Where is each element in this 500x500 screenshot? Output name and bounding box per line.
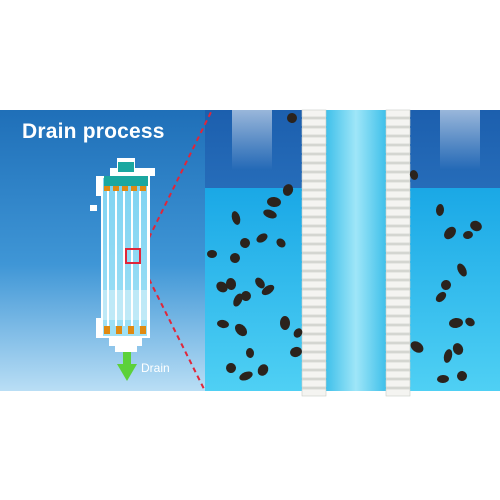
membrane-wall-left [301, 109, 327, 397]
dirt-particle [207, 250, 217, 258]
dirt-particle [410, 341, 424, 353]
flange-icon [140, 326, 146, 334]
dirt-particle [263, 209, 277, 219]
dirt-particle [457, 263, 467, 277]
dirt-particle [240, 238, 250, 248]
dirt-particle [287, 113, 297, 123]
dirt-particle [241, 291, 251, 301]
light-haze [232, 110, 272, 170]
dirt-particle [435, 291, 447, 303]
dirt-particle [470, 220, 482, 232]
dirt-particle [293, 328, 303, 338]
dirt-particle [441, 280, 451, 290]
dirt-particle [225, 278, 237, 290]
side-nozzle [90, 205, 97, 211]
dirt-particle [256, 233, 268, 243]
dirt-particle [216, 281, 228, 293]
flange-icon [131, 186, 137, 191]
dirt-particle [435, 204, 445, 216]
flange-icon [116, 326, 122, 334]
dirt-particle [463, 230, 473, 240]
dirt-particle [452, 343, 464, 355]
dirt-particle [267, 196, 281, 208]
dirt-particle [409, 170, 419, 180]
dirt-particle [279, 316, 291, 330]
flange-icon [140, 186, 146, 191]
dirt-particle [231, 211, 241, 225]
dirt-particle [465, 317, 475, 327]
dirt-particle [245, 348, 255, 358]
drain-label: Drain [141, 361, 170, 375]
flange-icon [122, 186, 128, 191]
dirt-particle [255, 277, 265, 289]
dirt-particle [449, 317, 463, 329]
membrane-wall-right [385, 109, 411, 397]
top-header [104, 176, 148, 186]
dirt-particle [233, 293, 243, 307]
dirt-particle [437, 374, 449, 384]
dirt-particle [234, 323, 248, 337]
dirt-particle [290, 346, 302, 358]
light-haze [440, 110, 480, 170]
dirt-particle [261, 284, 275, 296]
flange-icon [128, 326, 134, 334]
dirt-particle [457, 371, 467, 381]
dirt-particle [239, 371, 253, 381]
flange-icon [113, 186, 119, 191]
hollow-fibers [107, 191, 141, 326]
zoom-line-bottom [140, 262, 206, 392]
diagram-title: Drain process [22, 120, 165, 143]
top-outlet [118, 162, 134, 172]
dirt-particles [207, 113, 482, 384]
dirt-particle [444, 226, 456, 240]
hollow-fiber-lumen [326, 110, 386, 391]
flange-icon [104, 326, 110, 334]
dirt-particle [257, 364, 269, 376]
dirt-particle [230, 253, 240, 263]
dirt-particle [443, 349, 453, 363]
down-arrow-icon [117, 352, 137, 381]
flange-icon [104, 186, 110, 191]
dirt-particle [217, 319, 229, 329]
dirt-particle [226, 363, 236, 373]
zoom-marker-icon [125, 248, 141, 264]
dirt-particle [276, 238, 286, 248]
filter-module [90, 158, 155, 352]
zoomed-membrane-view [205, 109, 500, 397]
dirt-particle [282, 184, 294, 196]
